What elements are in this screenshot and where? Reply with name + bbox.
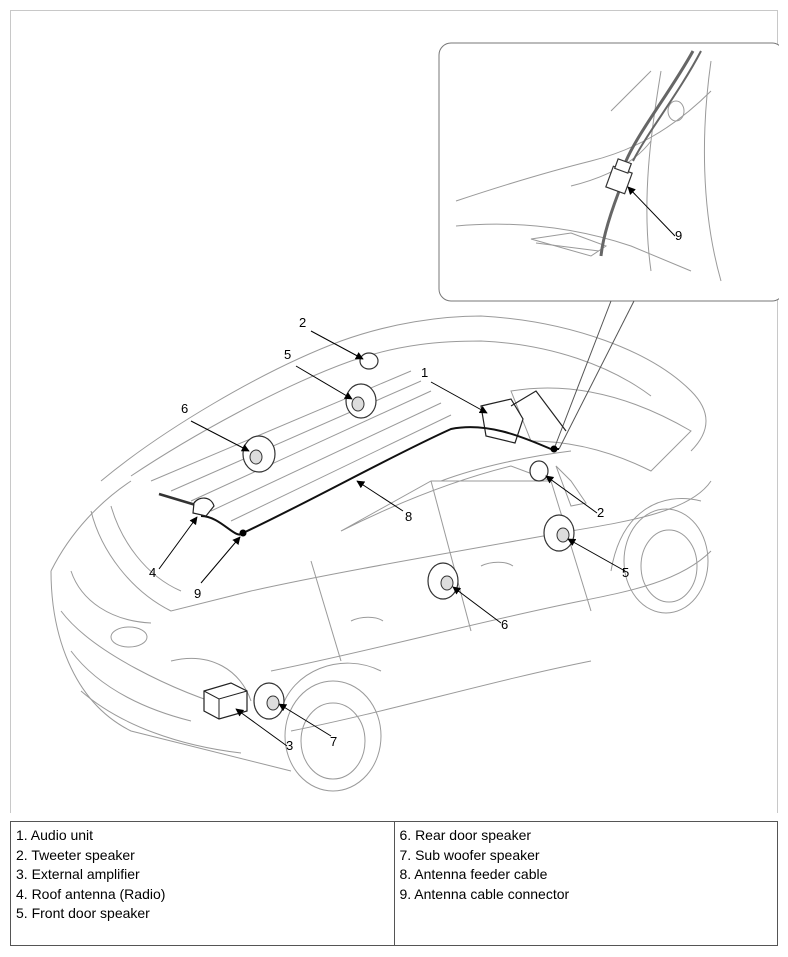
tweeter-speaker-top — [359, 352, 379, 370]
legend-item-tweeter-speaker: 2. Tweeter speaker — [16, 846, 135, 863]
callout-roof-antenna: 4 — [149, 565, 156, 580]
legend-item-external-amplifier: 3. External amplifier — [16, 866, 140, 882]
antenna-feeder-cable — [200, 426, 559, 536]
callout-connector-inset: 9 — [675, 228, 682, 243]
vehicle-body — [50, 315, 712, 792]
callout-rear-speaker-top: 6 — [181, 401, 188, 416]
component-location-diagram: 1 2 5 6 4 9 8 2 5 6 3 7 9 — [10, 10, 779, 813]
callout-audio-unit: 1 — [421, 365, 428, 380]
legend-table: 1. Audio unit 2. Tweeter speaker 3. Exte… — [10, 821, 778, 946]
callout-tweeter-top: 2 — [299, 315, 306, 330]
legend-item-antenna-feeder-cable: 8. Antenna feeder cable — [399, 866, 548, 882]
leader-lines — [158, 186, 676, 747]
callout-amplifier: 3 — [286, 738, 293, 753]
legend-column-left: 1. Audio unit 2. Tweeter speaker 3. Exte… — [11, 822, 394, 945]
external-amplifier — [203, 682, 248, 720]
callout-sub-woofer: 7 — [330, 734, 337, 749]
connector-dot-rear — [239, 529, 247, 537]
callout-rear-speaker-side: 6 — [501, 617, 508, 632]
callout-labels: 1 2 5 6 4 9 8 2 5 6 3 7 9 — [149, 228, 682, 753]
roof-antenna — [192, 497, 215, 517]
callout-front-speaker-top: 5 — [284, 347, 291, 362]
tweeter-speaker-side — [529, 460, 549, 482]
callout-front-speaker-side: 5 — [622, 565, 629, 580]
legend-item-front-door-speaker: 5. Front door speaker — [16, 905, 150, 921]
vehicle-illustration: 1 2 5 6 4 9 8 2 5 6 3 7 9 — [50, 42, 779, 792]
callout-connector-roof: 9 — [194, 586, 201, 601]
components — [158, 352, 575, 720]
connector-dot-front — [550, 445, 558, 453]
legend-item-audio-unit: 1. Audio unit — [16, 827, 94, 843]
legend-item-rear-door-speaker: 6. Rear door speaker — [399, 827, 532, 843]
legend-item-roof-antenna: 4. Roof antenna (Radio) — [16, 885, 166, 902]
callout-tweeter-side: 2 — [597, 505, 604, 520]
legend-column-right: 6. Rear door speaker 7. Sub woofer speak… — [393, 822, 778, 945]
legend-item-sub-woofer-speaker: 7. Sub woofer speaker — [399, 846, 540, 863]
legend-item-antenna-cable-connector: 9. Antenna cable connector — [399, 885, 570, 902]
callout-feeder-cable: 8 — [405, 509, 412, 524]
audio-unit — [480, 398, 524, 444]
detail-inset — [438, 42, 779, 302]
